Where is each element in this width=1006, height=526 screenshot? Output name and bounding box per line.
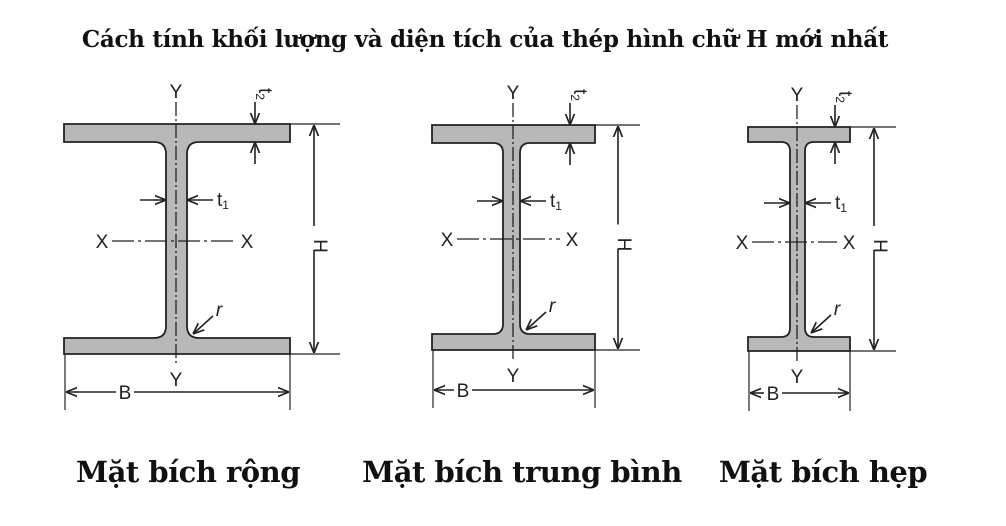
x-axis-label-left: X [736, 233, 749, 254]
b-label: B [119, 383, 132, 404]
h-label-bg [304, 226, 324, 250]
h-label: H [613, 238, 634, 252]
caption-narrow-flange: Mặt bích hẹp [718, 455, 928, 489]
r-arrow [811, 314, 832, 333]
t1-label: t1 [550, 191, 562, 213]
t1-subscript: 1 [555, 199, 562, 213]
caption-wide-flange: Mặt bích rộng [76, 455, 301, 489]
y-axis-label-top: Y [170, 82, 183, 103]
r-label: r [549, 296, 556, 317]
r-label: r [834, 299, 841, 320]
y-axis-label-bottom: Y [791, 367, 804, 388]
t2-label: t2 [568, 89, 590, 101]
t2-subscript: 2 [253, 93, 267, 100]
h-label: H [869, 239, 890, 253]
y-axis-label-top: Y [791, 85, 804, 106]
x-axis-label-right: X [241, 232, 254, 253]
x-axis-label-left: X [441, 230, 454, 251]
b-label: B [767, 384, 780, 405]
h-label-bg [864, 226, 884, 250]
t1-label: t1 [217, 190, 229, 212]
y-axis-label-top: Y [507, 83, 520, 104]
t2-subscript: 2 [833, 96, 847, 103]
x-axis-label-right: X [566, 230, 579, 251]
t1-label: t1 [835, 193, 847, 215]
t2-label: t2 [253, 88, 275, 100]
r-label: r [216, 300, 223, 321]
y-axis-label-bottom: Y [170, 370, 183, 391]
t1-subscript: 1 [840, 201, 847, 215]
caption-medium-flange: Mặt bích trung bình [362, 455, 682, 489]
r-arrow [526, 311, 547, 330]
b-label: B [457, 381, 470, 402]
h-label-bg [608, 224, 628, 249]
x-axis-label-left: X [96, 232, 109, 253]
t2-subscript: 2 [568, 94, 582, 101]
x-axis-label-right: X [843, 233, 856, 254]
r-arrow [193, 315, 214, 334]
page-title: Cách tính khối lượng và diện tích của th… [81, 26, 889, 53]
t1-subscript: 1 [222, 198, 229, 212]
y-axis-label-bottom: Y [507, 366, 520, 387]
t2-label: t2 [833, 91, 855, 103]
h-label: H [309, 239, 330, 253]
